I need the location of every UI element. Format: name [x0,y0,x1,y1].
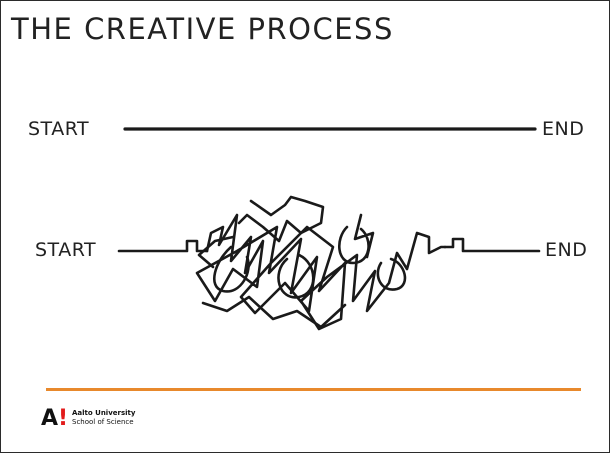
aalto-logo-letter: A [41,406,58,431]
aalto-logo: A! Aalto University School of Science [41,407,171,431]
institution-name: Aalto University [72,409,135,417]
messy-path-lead-out [445,239,539,251]
institution-school: School of Science [72,418,134,426]
aalto-logo-mark: A! [41,407,68,431]
messy-path-scribble [197,215,445,329]
footer-divider [46,388,581,391]
aalto-logo-exclamation: ! [58,406,68,431]
messy-path-lead-in [119,241,207,251]
process-diagram [1,1,611,401]
messy-path-upper-loop [239,197,323,241]
